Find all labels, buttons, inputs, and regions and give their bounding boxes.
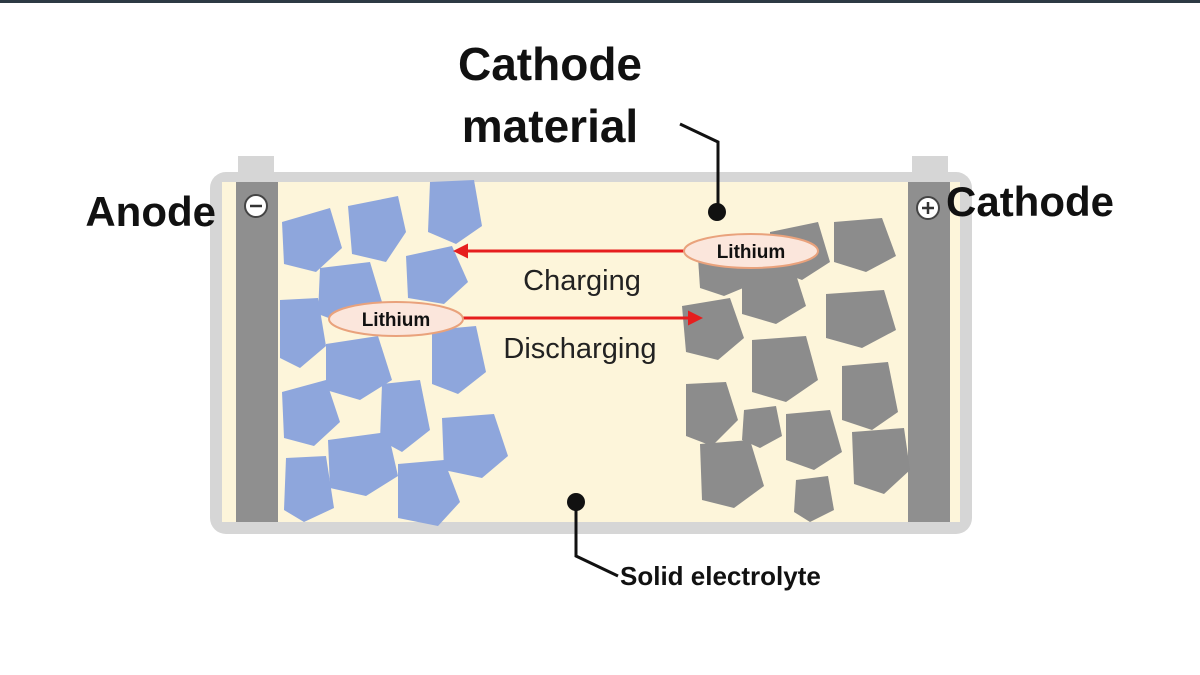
solid-electrolyte-label: Solid electrolyte bbox=[620, 561, 821, 591]
cathode-particle bbox=[834, 218, 896, 272]
anode-particle bbox=[406, 246, 468, 304]
cathode-particle bbox=[700, 440, 764, 508]
anode-particle bbox=[282, 208, 342, 272]
cathode-material-title-line1: Cathode bbox=[458, 38, 642, 90]
cathode-material-dot bbox=[708, 203, 726, 221]
anode-particle bbox=[380, 380, 430, 452]
cathode-particle bbox=[852, 428, 910, 494]
anode-particle bbox=[428, 180, 482, 244]
anode-particle bbox=[348, 196, 406, 262]
anode-particle bbox=[432, 326, 486, 394]
cathode-particle bbox=[842, 362, 898, 430]
anode-particle bbox=[442, 414, 508, 478]
anode-particle bbox=[280, 298, 326, 368]
cathode-particle bbox=[752, 336, 818, 402]
anode-label: Anode bbox=[85, 188, 216, 235]
cathode-label: Cathode bbox=[946, 178, 1114, 225]
cathode-particle bbox=[742, 262, 806, 324]
cathode-particle bbox=[826, 290, 896, 348]
anode-current-collector bbox=[236, 182, 278, 522]
plus-icon bbox=[916, 196, 940, 220]
anode-particle bbox=[328, 432, 398, 496]
top-edge-strip bbox=[0, 0, 1200, 3]
solid-electrolyte-dot bbox=[567, 493, 585, 511]
cathode-material-title-line2: material bbox=[462, 100, 638, 152]
anode-particle bbox=[326, 336, 392, 400]
lithium-capsule-top bbox=[683, 233, 819, 269]
minus-icon bbox=[244, 194, 268, 218]
solid-electrolyte-leader-line bbox=[574, 508, 619, 578]
cathode-particle bbox=[742, 406, 782, 448]
lithium-capsule-bottom bbox=[328, 301, 464, 337]
cathode-material-leader-line bbox=[679, 122, 720, 206]
anode-particle bbox=[284, 456, 334, 522]
cathode-particle bbox=[794, 476, 834, 522]
anode-particles bbox=[280, 180, 508, 526]
lithium-label-bottom: Lithium bbox=[362, 310, 431, 331]
cathode-particle bbox=[686, 382, 738, 446]
cathode-particle bbox=[786, 410, 842, 470]
cathode-particles bbox=[682, 218, 910, 522]
charging-label: Charging bbox=[523, 265, 641, 297]
anode-particle bbox=[398, 460, 460, 526]
lithium-label-top: Lithium bbox=[717, 242, 786, 263]
discharging-label: Discharging bbox=[503, 333, 656, 365]
cathode-current-collector bbox=[908, 182, 950, 522]
anode-particle bbox=[282, 380, 340, 446]
